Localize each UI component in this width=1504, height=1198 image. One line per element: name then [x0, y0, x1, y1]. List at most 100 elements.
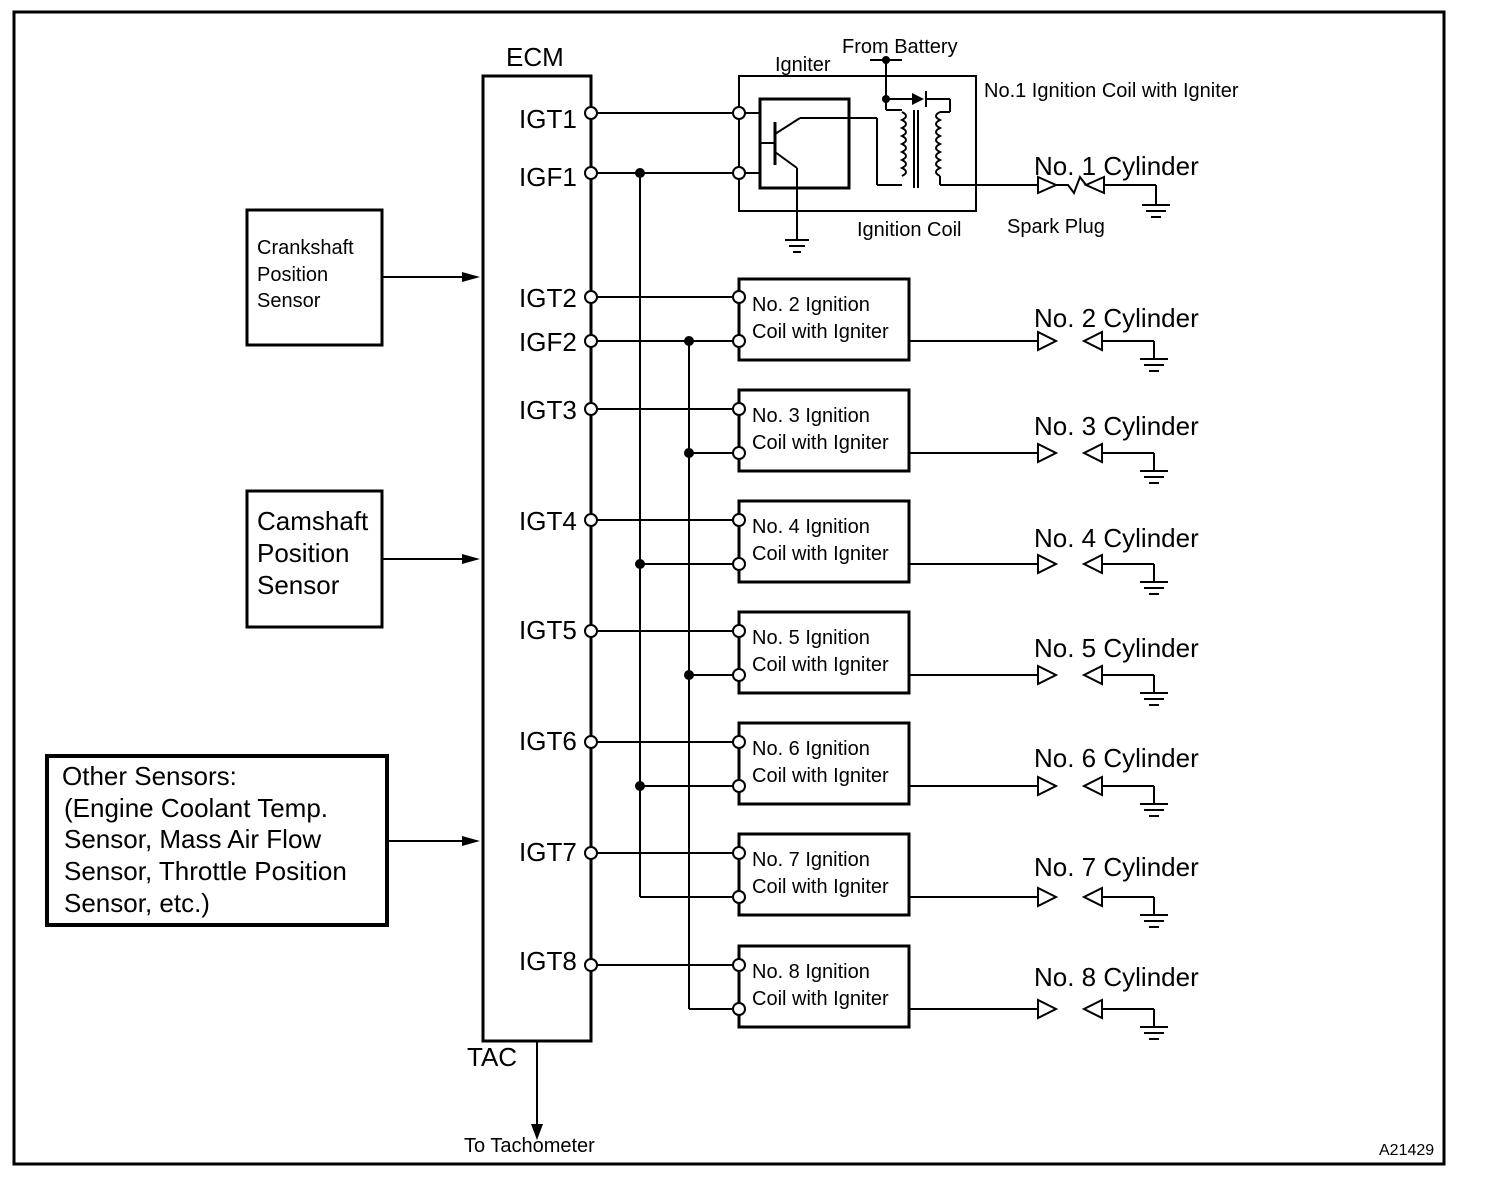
coil2-label-line1: No. 2 Ignition [752, 294, 870, 316]
crankshaft-line1: Crankshaft [257, 237, 354, 259]
cylinder1-ground-icon [1142, 204, 1170, 218]
crankshaft-line2: Position [257, 264, 328, 286]
pin-igt5-label: IGT5 [519, 615, 577, 645]
transistor-emitter [774, 151, 798, 169]
cylinder5-label: No. 5 Cylinder [1034, 633, 1199, 663]
ecm-terminal-igt8 [584, 958, 598, 972]
coil4-igf-terminal [732, 557, 746, 571]
coil2-igt-terminal [732, 290, 746, 304]
spark-plug4-left [1037, 553, 1059, 575]
transistor-collector [774, 117, 801, 135]
pin-igt7-label: IGT7 [519, 837, 577, 867]
coil4-igt-terminal [732, 513, 746, 527]
coil1-igf-terminal [732, 166, 746, 180]
pin-igf2-label: IGF2 [519, 327, 577, 357]
coil5-label-line2: Coil with Igniter [752, 654, 889, 676]
coil5-igf-junction [684, 670, 694, 680]
crankshaft-line3: Sensor [257, 290, 321, 312]
coil4-label-line2: Coil with Igniter [752, 543, 889, 565]
igf1-junction [635, 168, 645, 178]
ecm-terminal-igt5 [584, 624, 598, 638]
coil1-box [738, 75, 977, 212]
cylinder3-ground-icon [1140, 470, 1168, 484]
coil2-box [737, 277, 911, 362]
secondary-winding [935, 111, 943, 177]
coil7-label-line2: Coil with Igniter [752, 876, 889, 898]
spark-plug-label: Spark Plug [1007, 216, 1105, 238]
coil6-box [737, 721, 911, 806]
spark-plug8-right [1081, 998, 1103, 1020]
cylinder7-ground-icon [1140, 914, 1168, 928]
pin-igf1-label: IGF1 [519, 162, 577, 192]
coil3-label-line1: No. 3 Ignition [752, 405, 870, 427]
pin-igt8-label: IGT8 [519, 946, 577, 976]
ecm-terminal-igt7 [584, 846, 598, 860]
ecm-terminal-igf2 [584, 334, 598, 348]
pin-igt2-label: IGT2 [519, 283, 577, 313]
camshaft-line2: Position [257, 538, 350, 568]
spark-plug3-right [1081, 442, 1103, 464]
coil2-igf-terminal [732, 334, 746, 348]
coil4-label-line1: No. 4 Ignition [752, 516, 870, 538]
ecm-terminal-igt6 [584, 735, 598, 749]
camshaft-line1: Camshaft [257, 506, 369, 536]
spark-plug4-right [1081, 553, 1103, 575]
tac-label: TAC [467, 1042, 517, 1072]
coil5-igt-terminal [732, 624, 746, 638]
coil8-box [737, 944, 911, 1029]
diagram-frame [12, 10, 1446, 1166]
spark-plug7-right [1081, 886, 1103, 908]
spark-plug2-left [1037, 330, 1059, 352]
other-sensors-line2: (Engine Coolant Temp. [64, 793, 328, 823]
other-sensors: Other Sensors: (Engine Coolant Temp. Sen… [45, 754, 480, 927]
camshaft-arrow [462, 554, 480, 564]
coil7-label-line1: No. 7 Ignition [752, 849, 870, 871]
cylinder5-ground-icon [1140, 692, 1168, 706]
cylinder3-label: No. 3 Cylinder [1034, 411, 1199, 441]
cylinder8-label: No. 8 Cylinder [1034, 962, 1199, 992]
coil6-igt-terminal [732, 735, 746, 749]
crankshaft-sensor: Crankshaft Position Sensor [245, 208, 480, 347]
coil5-label-line1: No. 5 Ignition [752, 627, 870, 649]
diode-symbol [912, 93, 924, 105]
pin-igt6-label: IGT6 [519, 726, 577, 756]
coil3-igf-terminal [732, 446, 746, 460]
coil6-label-line1: No. 6 Ignition [752, 738, 870, 760]
coil8-igf-terminal [732, 1002, 746, 1016]
coil3-label-line2: Coil with Igniter [752, 432, 889, 454]
other-sensors-line5: Sensor, etc.) [64, 888, 210, 918]
coil8-igt-terminal [732, 958, 746, 972]
coil6-igf-junction [635, 781, 645, 791]
from-battery-label: From Battery [842, 36, 958, 58]
coil3-igf-junction [684, 448, 694, 458]
coil6-label-line2: Coil with Igniter [752, 765, 889, 787]
cylinder6-ground-icon [1140, 803, 1168, 817]
ecm-terminal-igf1 [584, 166, 598, 180]
ecm-title: ECM [506, 42, 564, 72]
tac-arrow [531, 1124, 543, 1140]
spark-plug3-left [1037, 442, 1059, 464]
coil8-label-line1: No. 8 Ignition [752, 961, 870, 983]
coil3-igt-terminal [732, 402, 746, 416]
spark-plug2-right [1081, 330, 1103, 352]
other-sensors-line1: Other Sensors: [62, 761, 237, 791]
camshaft-sensor: Camshaft Position Sensor [245, 489, 480, 629]
spark-plug6-right [1081, 775, 1103, 797]
igniter-label: Igniter [775, 54, 831, 76]
spark-plug1-left [1037, 175, 1059, 195]
spark-plug5-left [1037, 664, 1059, 686]
coil1-igt-terminal [732, 106, 746, 120]
coil4-igf-junction [635, 559, 645, 569]
spark-plug6-left [1037, 775, 1059, 797]
cylinder8-ground-icon [1140, 1026, 1168, 1040]
cylinder4-label: No. 4 Cylinder [1034, 523, 1199, 553]
ecm-terminal-igt3 [584, 402, 598, 416]
pin-igt4-label: IGT4 [519, 506, 577, 536]
coil1-ground-icon [785, 239, 809, 253]
cylinder2-ground-icon [1140, 358, 1168, 372]
